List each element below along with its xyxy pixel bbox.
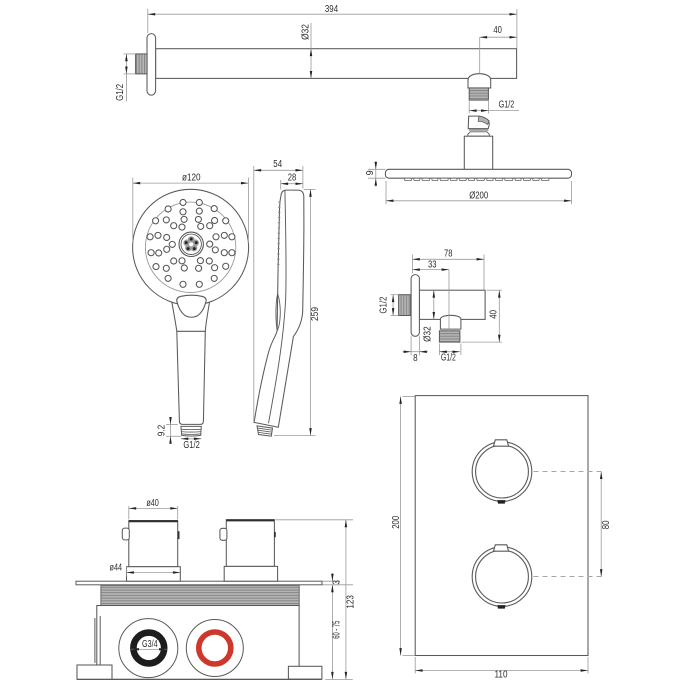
svg-text:80: 80 — [601, 520, 612, 529]
svg-text:G1/2: G1/2 — [379, 296, 390, 313]
svg-text:G3/4: G3/4 — [142, 639, 158, 650]
svg-text:Ø32: Ø32 — [423, 326, 434, 342]
svg-text:ø120: ø120 — [182, 172, 201, 183]
svg-text:9.2: 9.2 — [157, 424, 168, 436]
svg-text:Ø32: Ø32 — [301, 24, 312, 40]
svg-text:110: 110 — [495, 670, 508, 681]
svg-text:ø40: ø40 — [146, 498, 159, 509]
svg-text:3: 3 — [332, 580, 343, 585]
svg-text:394: 394 — [325, 4, 339, 15]
svg-text:Ø200: Ø200 — [469, 191, 488, 202]
svg-text:8: 8 — [413, 353, 418, 364]
svg-text:54: 54 — [273, 159, 282, 170]
svg-text:G1/2: G1/2 — [441, 352, 456, 363]
svg-text:123: 123 — [345, 595, 356, 609]
svg-text:259: 259 — [310, 307, 321, 321]
svg-text:9: 9 — [365, 170, 376, 175]
svg-text:40: 40 — [493, 25, 502, 36]
svg-text:G1/2: G1/2 — [499, 99, 515, 110]
svg-text:200: 200 — [391, 515, 402, 528]
svg-text:28: 28 — [288, 173, 297, 184]
svg-text:G1/2: G1/2 — [183, 440, 200, 451]
svg-text:33: 33 — [428, 259, 437, 270]
svg-text:60 - 75: 60 - 75 — [331, 620, 342, 638]
svg-text:G1/2: G1/2 — [115, 84, 126, 101]
svg-text:78: 78 — [444, 249, 453, 260]
svg-text:ø44: ø44 — [110, 563, 123, 574]
svg-text:40: 40 — [488, 310, 499, 319]
